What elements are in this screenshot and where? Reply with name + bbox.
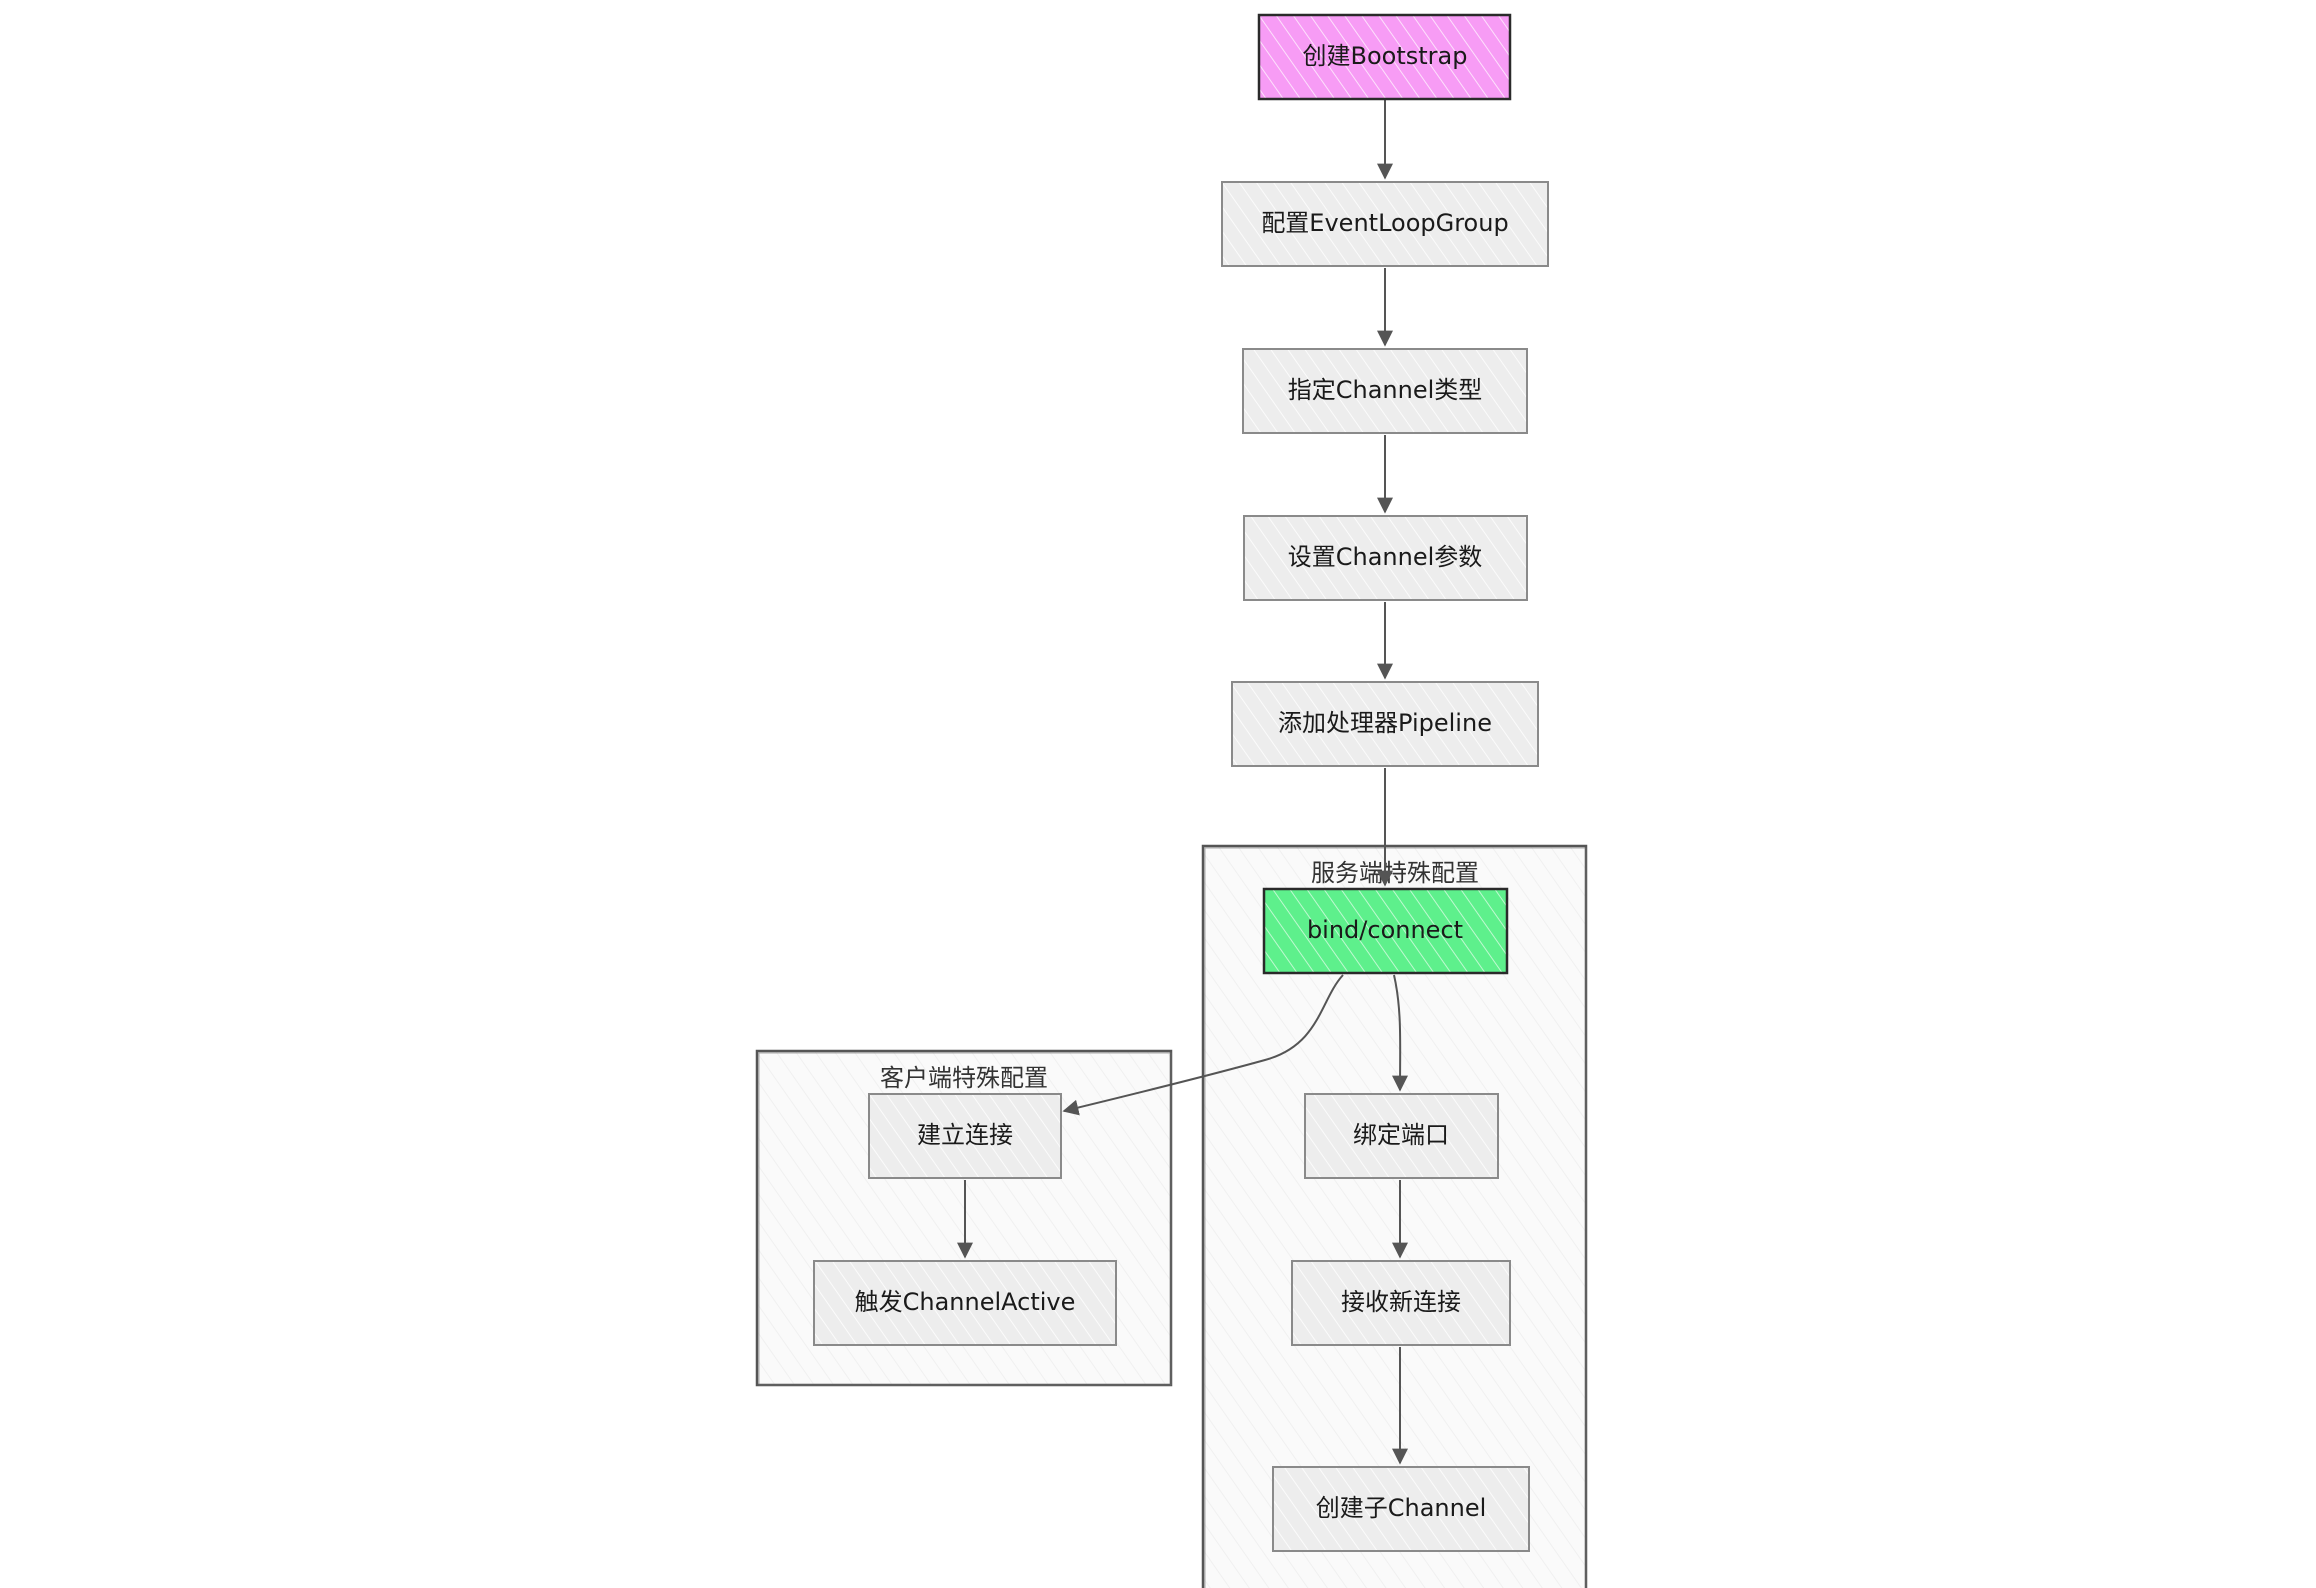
node-add-pipeline: 添加处理器Pipeline	[1231, 681, 1539, 767]
node-create-bootstrap: 创建Bootstrap	[1257, 13, 1512, 101]
edges	[957, 100, 1409, 1465]
node-config-eventloop: 配置EventLoopGroup	[1221, 181, 1549, 267]
node-channel-type: 指定Channel类型	[1242, 348, 1528, 434]
node-create-child: 创建子Channel	[1272, 1466, 1530, 1552]
node-channel-params-label: 设置Channel参数	[1288, 543, 1483, 571]
group-server-config-label: 服务端特殊配置	[1311, 859, 1479, 887]
node-add-pipeline-label: 添加处理器Pipeline	[1278, 709, 1492, 737]
node-accept-conn-label: 接收新连接	[1341, 1288, 1461, 1316]
node-establish-conn: 建立连接	[868, 1093, 1062, 1179]
edge-bind-to-port	[1392, 974, 1409, 1092]
node-establish-conn-label: 建立连接	[917, 1121, 1013, 1149]
node-bind-connect-label: bind/connect	[1307, 916, 1463, 944]
node-create-bootstrap-label: 创建Bootstrap	[1303, 42, 1468, 70]
node-bind-connect: bind/connect	[1262, 887, 1509, 975]
node-accept-conn: 接收新连接	[1291, 1260, 1511, 1346]
node-channel-active-label: 触发ChannelActive	[855, 1288, 1076, 1316]
node-channel-params: 设置Channel参数	[1243, 515, 1528, 601]
node-channel-type-label: 指定Channel类型	[1288, 376, 1483, 404]
group-client-config-label: 客户端特殊配置	[880, 1064, 1048, 1092]
node-bind-port-label: 绑定端口	[1353, 1121, 1449, 1149]
node-config-eventloop-label: 配置EventLoopGroup	[1261, 209, 1508, 237]
node-channel-active: 触发ChannelActive	[813, 1260, 1117, 1346]
node-create-child-label: 创建子Channel	[1316, 1494, 1487, 1522]
edge-bind-to-establish	[1062, 974, 1344, 1116]
node-bind-port: 绑定端口	[1304, 1093, 1499, 1179]
